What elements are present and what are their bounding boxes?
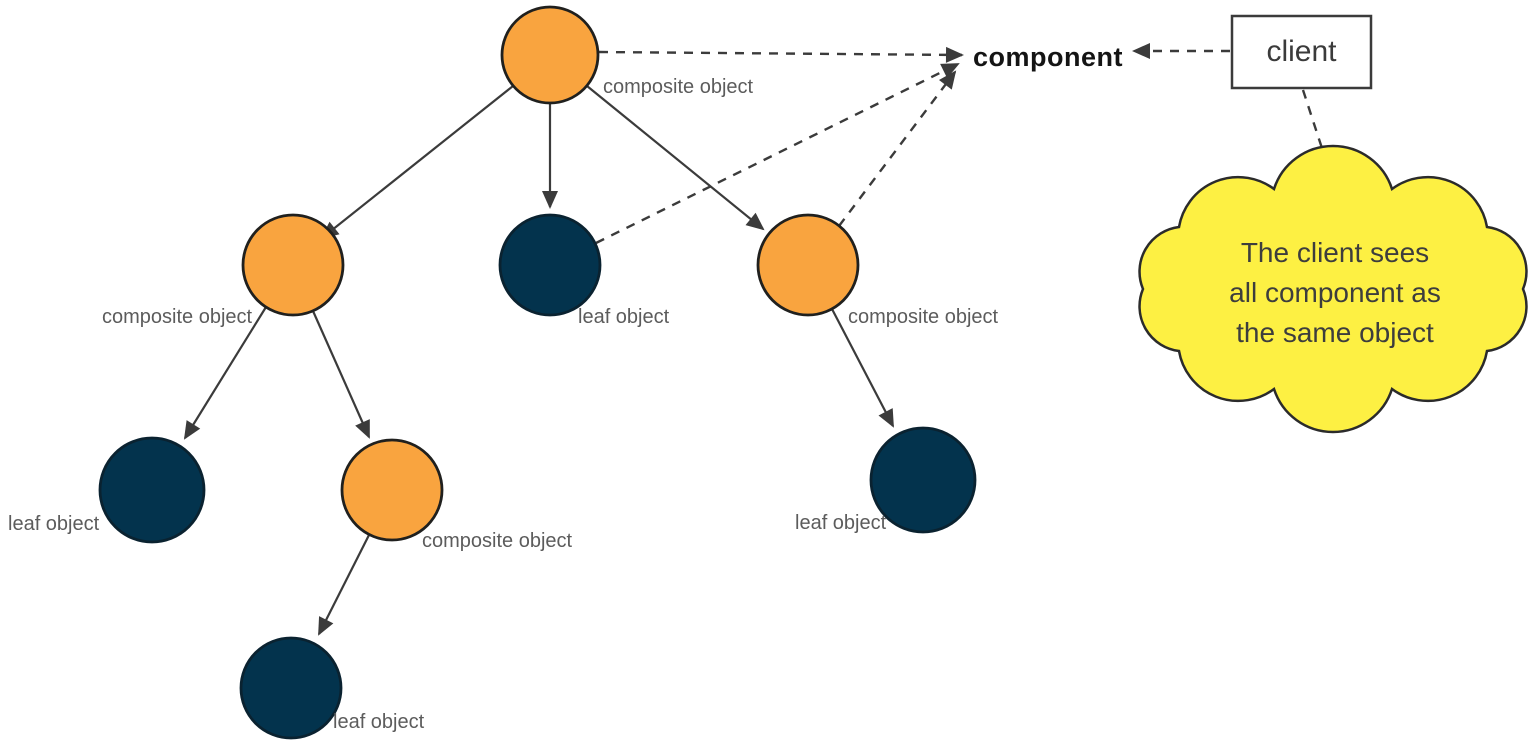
l2-middle-leaf-node (498, 213, 602, 317)
dashed-edge-root-to-component (598, 46, 964, 63)
l2-right-node-label: composite object (848, 306, 999, 328)
l4-leaf-node (239, 636, 343, 740)
cloud-annotation: The client sees all component as the sam… (1180, 233, 1490, 353)
client-label: client (1266, 35, 1337, 68)
cloud-line-2: all component as (1229, 277, 1441, 308)
l3-middle-composite-node (340, 438, 444, 542)
root-node-label: composite object (603, 76, 754, 98)
l2-right-composite-node (756, 213, 860, 317)
l3-right-node-label: leaf object (795, 512, 887, 534)
l4-node-label: leaf object (333, 711, 425, 733)
edge-l3-middle-to-l4 (318, 534, 370, 636)
edge-l2-right-to-l3-right (831, 308, 894, 428)
cloud-shape (1138, 144, 1528, 434)
l3-right-leaf-node (869, 426, 977, 534)
client-box (1230, 14, 1373, 90)
edge-l2-left-to-l3-middle (311, 310, 371, 439)
edge-root-to-l2-right (586, 85, 765, 231)
cloud-line-1: The client sees (1240, 237, 1430, 268)
l2-left-composite-node (241, 213, 345, 317)
l3-left-leaf-node (98, 436, 206, 544)
l3-left-node-label: leaf object (8, 513, 100, 535)
root-composite-node (500, 5, 600, 105)
cloud-line-3: the same object (1236, 317, 1434, 348)
dashed-edge-l2-right-to-component (838, 70, 957, 227)
edge-l2-left-to-l3-left (183, 306, 267, 440)
l2-left-node-label: composite object (102, 306, 253, 328)
edge-root-to-l2-left (320, 85, 514, 240)
l3-middle-node-label: composite object (422, 530, 573, 552)
l2-middle-node-label: leaf object (578, 306, 670, 328)
component-label: component (973, 42, 1123, 72)
